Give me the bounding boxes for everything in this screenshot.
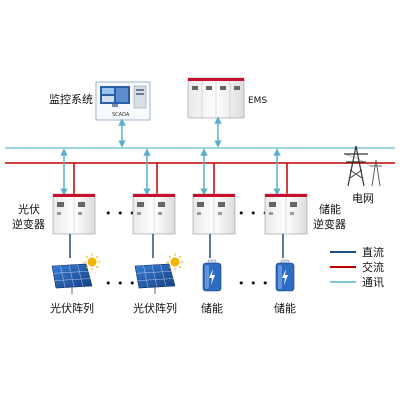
ems-cabinet: EMS: [187, 77, 267, 119]
storage-inverter-cabinet: [192, 193, 236, 235]
ellipsis-inverters-1: • • •: [105, 207, 136, 220]
pv-inverter-cabinet: [132, 193, 176, 235]
pv-inverter-cabinet: [52, 193, 96, 235]
inverter-columns: 光伏阵列 光伏阵列 储能 储能: [50, 148, 308, 315]
sun-icon: [83, 253, 101, 271]
scada-label: SCADA: [112, 112, 130, 118]
ellipsis-sources-1: • • •: [105, 277, 136, 290]
storage-label: 储能: [274, 301, 296, 315]
monitoring-system: 监控系统 SCADA: [49, 81, 151, 121]
ems-label: EMS: [248, 96, 267, 106]
column-3-storage: 储能: [192, 148, 236, 315]
legend-label: 直流: [362, 245, 384, 259]
grid-tower-icon: [343, 145, 382, 187]
column-1-pv: 光伏阵列: [50, 148, 101, 315]
battery-icon: [202, 259, 222, 292]
solar-panel-icon: [134, 253, 184, 294]
pv-inverter-label-line2: 逆变器: [12, 217, 45, 231]
column-4-storage: 储能: [264, 148, 308, 315]
server-icon: [133, 85, 147, 109]
legend-item-2: 交流: [330, 260, 384, 274]
legend-item-1: 直流: [330, 245, 384, 259]
battery-icon: [275, 259, 295, 292]
pv-array-label: 光伏阵列: [50, 301, 94, 315]
storage-inverter-label-line1: 储能: [319, 202, 341, 216]
storage-inverter-label-line2: 逆变器: [313, 217, 346, 231]
legend-item-3: 通讯: [330, 276, 384, 289]
pv-inverter-label-line1: 光伏: [18, 202, 40, 216]
grid-label: 电网: [352, 192, 374, 205]
legend-label: 交流: [362, 260, 384, 274]
ellipsis-inverters-2: • • •: [238, 207, 269, 220]
legend-label: 通讯: [362, 276, 384, 289]
column-2-pv: 光伏阵列: [132, 148, 184, 315]
sun-icon: [166, 253, 184, 271]
monitoring-system-label: 监控系统: [49, 92, 93, 106]
storage-label: 储能: [201, 301, 223, 315]
solar-panel-icon: [51, 253, 101, 294]
storage-inverter-cabinet: [264, 193, 308, 235]
pv-array-label: 光伏阵列: [133, 301, 177, 315]
ellipsis-sources-2: • • •: [238, 277, 269, 290]
